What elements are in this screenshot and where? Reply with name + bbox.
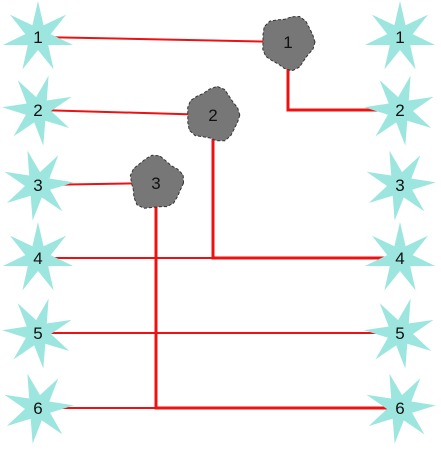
star-shape — [2, 75, 72, 146]
star-label: 1 — [33, 28, 42, 47]
right-star-node-3: 3 — [366, 150, 436, 221]
wire-L2-H2 — [37, 109, 214, 116]
wire-H2-R4 — [211, 139, 400, 260]
hub-label: 2 — [208, 106, 217, 125]
star-nodes: 1 2 3 4 5 6 1 2 3 4 5 6 — [2, 1, 436, 444]
hub-node-3: 3 — [129, 154, 185, 209]
hub-nodes: 1 2 3 — [129, 15, 316, 209]
star-label: 4 — [395, 249, 404, 268]
star-shape — [2, 222, 74, 291]
left-star-node-4: 4 — [2, 222, 74, 291]
star-shape — [4, 373, 74, 444]
star-shape — [2, 298, 72, 369]
right-star-node-1: 1 — [364, 1, 436, 70]
right-star-node-5: 5 — [364, 298, 434, 369]
right-star-node-2: 2 — [364, 75, 434, 146]
hub-node-2: 2 — [187, 85, 241, 142]
hub-label: 1 — [283, 33, 292, 52]
hub-shape — [187, 85, 241, 142]
left-star-node-3: 3 — [4, 150, 74, 221]
star-label: 4 — [33, 249, 42, 268]
hub-shape — [262, 15, 316, 72]
left-star-node-5: 5 — [2, 298, 72, 369]
hub-label: 3 — [151, 174, 160, 193]
hub-node-1: 1 — [262, 15, 316, 72]
star-label: 3 — [33, 176, 42, 195]
star-shape — [364, 1, 436, 70]
star-shape — [4, 150, 74, 221]
star-shape — [366, 373, 436, 444]
star-label: 3 — [395, 176, 404, 195]
right-star-node-6: 6 — [366, 373, 436, 444]
star-label: 5 — [33, 324, 42, 343]
star-label: 5 — [395, 324, 404, 343]
star-label: 2 — [395, 101, 404, 120]
left-star-node-1: 1 — [2, 1, 74, 70]
hub-shape — [129, 154, 185, 209]
star-shape — [364, 222, 436, 291]
left-star-node-6: 6 — [4, 373, 74, 444]
star-shape — [364, 75, 434, 146]
wire-H3-R6 — [154, 207, 400, 410]
star-label: 6 — [33, 399, 42, 418]
right-star-node-4: 4 — [364, 222, 436, 291]
wire-L1-H1 — [37, 36, 289, 43]
wire-H1-R2 — [286, 66, 400, 112]
star-label: 2 — [33, 101, 42, 120]
star-shape — [2, 1, 74, 70]
left-star-node-2: 2 — [2, 75, 72, 146]
star-label: 1 — [395, 28, 404, 47]
star-shape — [366, 150, 436, 221]
star-shape — [364, 298, 434, 369]
connection-lines — [37, 36, 400, 410]
star-label: 6 — [395, 399, 404, 418]
